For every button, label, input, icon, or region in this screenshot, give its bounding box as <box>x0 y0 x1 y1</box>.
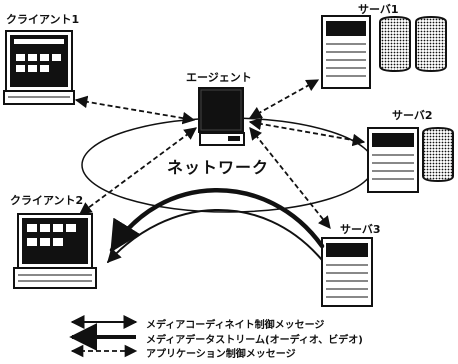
server2-label: サーバ2 <box>392 109 433 122</box>
client1-label: クライアント1 <box>6 13 80 26</box>
legend-line-samples <box>69 315 138 358</box>
legend-stream-label: メディアデータストリーム(オーディオ、ビデオ) <box>146 335 363 346</box>
app-control-links <box>74 79 366 229</box>
server2-icon <box>367 126 454 193</box>
network-label: ネットワーク <box>167 158 270 177</box>
server3-icon <box>321 237 373 307</box>
client2-computer-icon <box>13 213 97 289</box>
server3-label: サーバ3 <box>340 223 381 236</box>
legend-app-label: アプリケーション制御メッセージ <box>146 349 296 360</box>
client1-computer-icon <box>3 30 75 105</box>
server1-label: サーバ1 <box>358 3 399 16</box>
agent-label: エージェント <box>186 71 252 84</box>
client2-label: クライアント2 <box>10 194 84 207</box>
server1-icon <box>321 15 447 89</box>
media-stream-arcs <box>107 188 325 264</box>
legend-control-label: メディアコーディネイト制御メッセージ <box>146 320 325 331</box>
agent-computer-icon <box>198 87 245 146</box>
